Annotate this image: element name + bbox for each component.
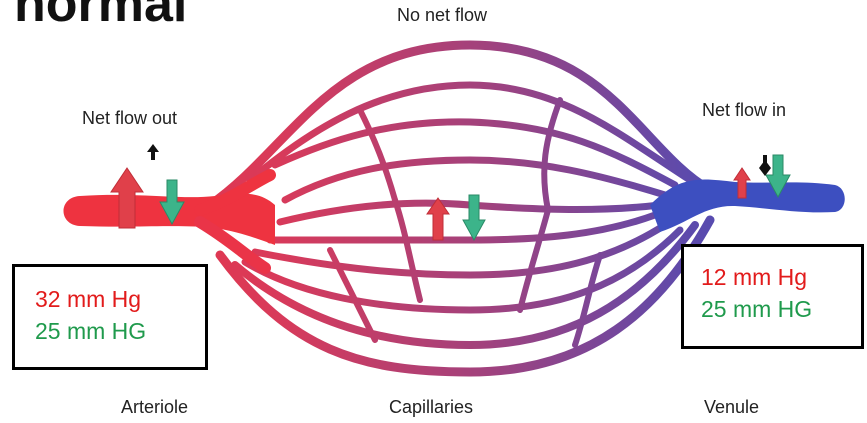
capillary-mid-upper bbox=[285, 160, 665, 200]
capillaries-label: Capillaries bbox=[389, 397, 473, 418]
venule-oncotic-pressure: 25 mm HG bbox=[701, 293, 861, 325]
capillary-cross-4 bbox=[520, 210, 548, 310]
arteriole-pressure-box: 32 mm Hg 25 mm HG bbox=[12, 264, 208, 370]
venule-label: Venule bbox=[704, 397, 759, 418]
capillary-network bbox=[210, 45, 710, 372]
capillary-cross-6 bbox=[575, 255, 600, 345]
venule-pressure-box: 12 mm Hg 25 mm HG bbox=[681, 244, 864, 349]
no-net-flow-label: No net flow bbox=[397, 5, 487, 26]
net-flow-out-arrow bbox=[147, 144, 159, 160]
arteriole-hydrostatic-pressure: 32 mm Hg bbox=[35, 283, 205, 315]
capillary-cross-2 bbox=[544, 100, 560, 210]
venule-vessel bbox=[650, 180, 845, 232]
capillary-cross-3 bbox=[395, 200, 420, 300]
capillary-mid-lower bbox=[270, 215, 655, 240]
arteriole-label: Arteriole bbox=[121, 397, 188, 418]
venule-hydrostatic-pressure: 12 mm Hg bbox=[701, 261, 861, 293]
net-flow-in-label: Net flow in bbox=[702, 100, 786, 121]
capillary-top-2 bbox=[250, 85, 690, 180]
net-flow-out-label: Net flow out bbox=[82, 108, 177, 129]
arteriole-oncotic-pressure: 25 mm HG bbox=[35, 315, 205, 347]
net-flow-in-arrow-shaft bbox=[759, 155, 771, 176]
capillary-cross-1 bbox=[360, 110, 395, 200]
diagram-title: normal bbox=[14, 0, 187, 30]
